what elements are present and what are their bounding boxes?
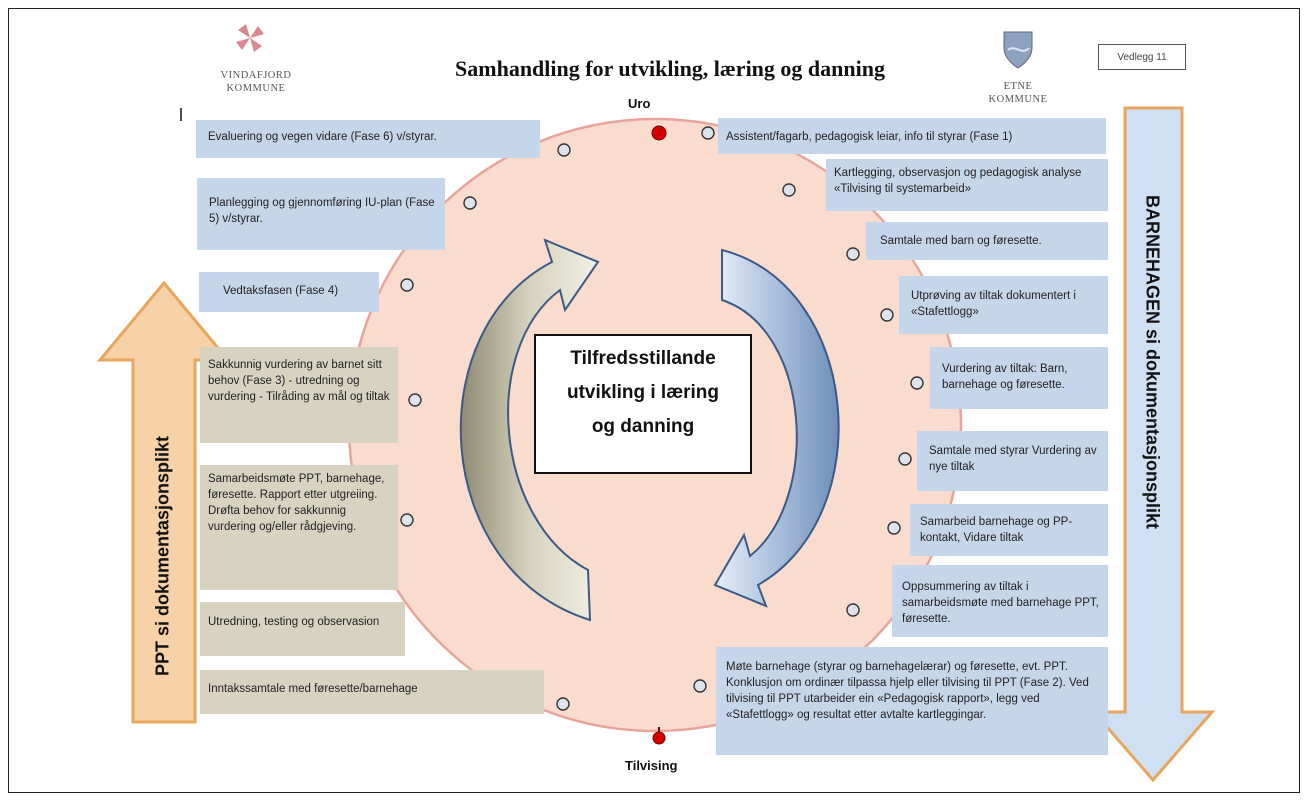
right-side-arrow [1090,106,1216,783]
center-line-1: Tilfredsstillande [570,348,716,369]
page-title: Samhandling for utvikling, læring og dan… [455,56,885,81]
etne-line2: KOMMUNE [988,94,1048,105]
marker-r4 [880,308,894,322]
right-box-2: Kartlegging, observasjon og pedagogisk a… [826,159,1108,211]
center-outcome-box: Tilfredsstillande utvikling i læring og … [534,334,752,474]
center-line-2: utvikling i læring [566,382,719,403]
marker-r6 [898,452,912,466]
left-box-fase4: Vedtaksfasen (Fase 4) [199,272,379,312]
marker-r5 [910,376,924,390]
marker-r3 [846,247,860,261]
right-side-arrow-label: BARNEHAGEN si dokumentasjonsplikt [1142,194,1163,530]
uro-label: Uro [628,96,651,111]
center-line-3: og danning [591,416,695,437]
left-side-arrow [96,280,232,724]
right-box-1: Assistent/fagarb, pedagogisk leiar, info… [718,118,1106,154]
left-box-fase6: Evaluering og vegen vidare (Fase 6) v/st… [196,120,540,158]
right-markers [693,126,924,693]
marker-l1 [557,143,571,157]
left-box-fase3: Sakkunnig vurdering av barnet sitt behov… [200,347,398,443]
etne-line1: ETNE [1003,81,1033,92]
marker-l5 [400,513,414,527]
left-curved-arrow [459,238,600,622]
attachment-label: Vedlegg 11 [1098,44,1186,70]
etne-shield-logo [1003,31,1033,69]
right-box-5: Vurdering av tiltak: Barn, barnehage og … [930,347,1108,409]
left-box-inntakssamtale: Inntakssamtale med føresette/barnehage [200,670,544,714]
marker-r8 [846,603,860,617]
right-box-8: Oppsummering av tiltak i samarbeidsmøte … [892,565,1108,637]
left-markers [400,143,571,711]
left-box-fase5: Planlegging og gjennomføring IU-plan (Fa… [197,178,445,250]
right-box-7: Samarbeid barnehage og PP-kontakt, Vidar… [910,504,1108,556]
uro-marker [651,125,667,141]
right-curved-arrow [713,248,840,608]
right-box-4: Utprøving av tiltak dokumentert i «Stafe… [899,276,1108,334]
marker-l6 [556,697,570,711]
vindafjord-line2: KOMMUNE [226,83,286,94]
right-box-9: Møte barnehage (styrar og barnehagelærar… [716,647,1108,755]
vindafjord-line1: VINDAFJORD [220,70,292,81]
marker-r2 [782,183,796,197]
vindafjord-municipality-name: VINDAFJORD KOMMUNE [206,69,306,95]
etne-municipality-name: ETNE KOMMUNE [978,80,1058,106]
marker-l2 [463,196,477,210]
marker-l4 [408,393,422,407]
left-box-samarbeidsmote: Samarbeidsmøte PPT, barnehage, føresette… [200,465,398,590]
right-box-3: Samtale med barn og føresette. [866,222,1108,260]
left-box-utredning: Utredning, testing og observasion [200,602,405,656]
marker-r9 [693,679,707,693]
tilvising-marker [652,731,666,745]
right-box-6: Samtale med styrar Vurdering av nye tilt… [917,431,1108,491]
left-side-arrow-label: PPT si dokumentasjonsplikt [152,435,173,677]
marker-l3 [400,278,414,292]
marker-r7 [887,521,901,535]
marker-r1 [701,126,715,140]
tilvising-label: Tilvising [625,758,678,773]
vindafjord-logo [236,24,264,52]
